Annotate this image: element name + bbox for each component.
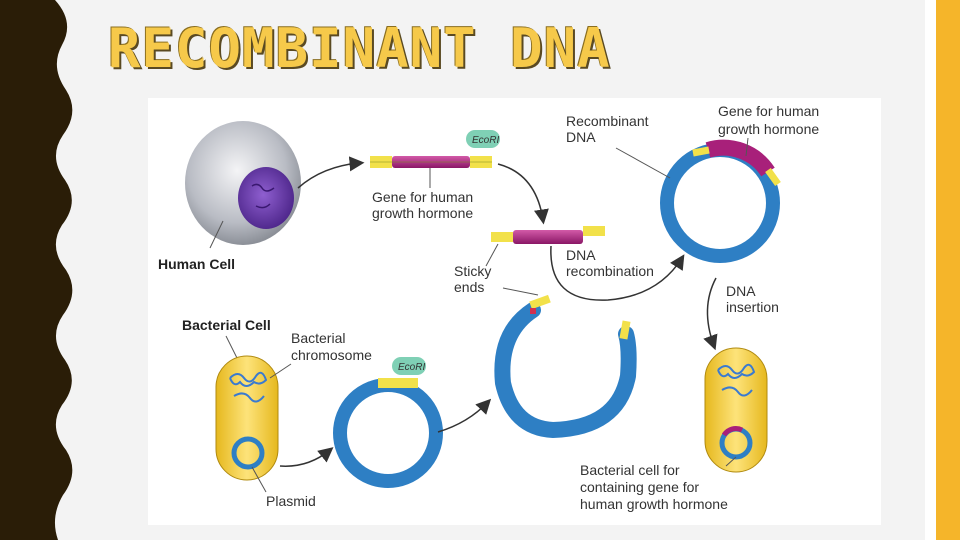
- slide-title: RECOMBINANT DNA: [108, 17, 611, 80]
- arrow-plasmid-to-open: [437, 398, 492, 433]
- gene-label-line1: Gene for human: [372, 189, 473, 205]
- opened-plasmid: [494, 294, 637, 439]
- recombinant-dna-line1: Recombinant: [566, 113, 649, 129]
- bacterial-chromosome-line2: chromosome: [291, 347, 372, 363]
- sticky-ends-pointer: [485, 243, 499, 267]
- recombinant-dna-line2: DNA: [566, 129, 596, 145]
- arrow-gene-to-cut: [497, 163, 549, 225]
- recombinant-pointer: [615, 147, 671, 179]
- bacterial-cell-pointer: [225, 335, 239, 361]
- human-cell-label: Human Cell: [158, 256, 235, 272]
- dna-insertion-line2: insertion: [726, 299, 779, 315]
- arrow-bacteria-to-plasmid: [279, 447, 334, 467]
- dna-insertion-line1: DNA: [726, 283, 756, 299]
- gene-top-pointer: [745, 137, 749, 157]
- result-label-line3: human growth hormone: [580, 496, 728, 512]
- human-cell-graphic: [185, 121, 301, 245]
- bacterial-cell-graphic: [215, 355, 279, 481]
- ecori-enzyme-badge-2: EcoRI: [392, 357, 426, 375]
- dna-recombination-line1: DNA: [566, 247, 596, 263]
- plasmid-label: Plasmid: [266, 493, 316, 509]
- human-gene-segment: [370, 156, 492, 168]
- plasmid-pointer: [251, 466, 267, 493]
- svg-text:EcoRI: EcoRI: [398, 362, 425, 373]
- svg-text:EcoRI: EcoRI: [472, 135, 499, 146]
- recombinant-dna-ring: [660, 139, 781, 263]
- diagram-panel: Human Cell EcoRI Gene for human growth h…: [148, 98, 881, 525]
- result-label-line1: Bacterial cell for: [580, 462, 680, 478]
- result-label-line2: containing gene for: [580, 479, 699, 495]
- wavy-left-border: [0, 0, 73, 540]
- right-accent-bar: [936, 0, 960, 540]
- arrow-cell-to-gene: [297, 156, 365, 189]
- right-gap: [925, 0, 936, 540]
- gene-label-line2: growth hormone: [372, 205, 473, 221]
- arrow-to-recombinant: [550, 245, 685, 301]
- bact-chrom-pointer: [269, 363, 292, 379]
- sticky-ends-pointer-2: [502, 287, 539, 296]
- sticky-ends-line2: ends: [454, 279, 484, 295]
- bacterial-cell-label: Bacterial Cell: [182, 317, 271, 333]
- human-cell-pointer: [209, 220, 224, 249]
- plasmid-ring: [333, 378, 443, 488]
- sticky-ends-line1: Sticky: [454, 263, 491, 279]
- recombinant-dna-diagram: Human Cell EcoRI Gene for human growth h…: [158, 103, 819, 512]
- bacterial-chromosome-line1: Bacterial: [291, 330, 345, 346]
- gene-top-line2: growth hormone: [718, 121, 819, 137]
- dna-recombination-line2: recombination: [566, 263, 654, 279]
- final-bacterial-cell: [704, 347, 768, 473]
- final-cell-pointer: [725, 456, 737, 467]
- cut-gene-segment: [491, 226, 605, 244]
- arrow-insertion: [703, 277, 718, 351]
- gene-top-line1: Gene for human: [718, 103, 819, 119]
- ecori-enzyme-badge-1: EcoRI: [466, 130, 500, 148]
